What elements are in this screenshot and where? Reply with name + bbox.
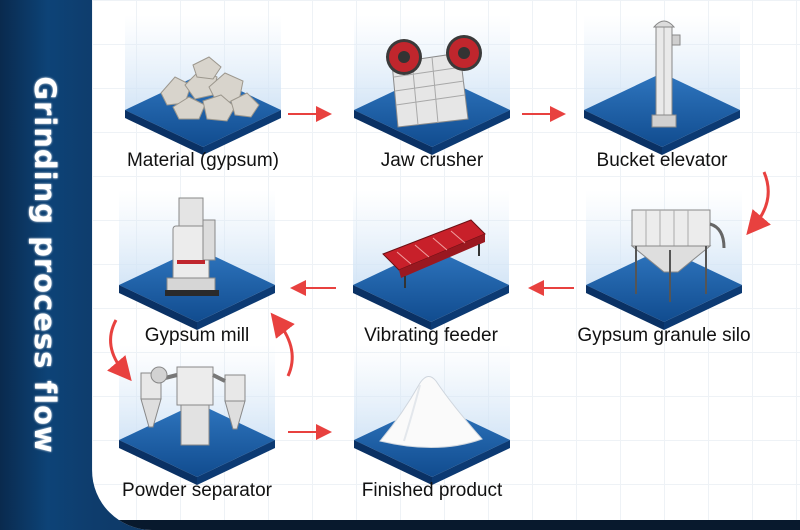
- jaw-crusher-icon: [354, 15, 510, 155]
- step-label: Gypsum granule silo: [577, 325, 751, 346]
- powder-separator-icon: [119, 345, 275, 485]
- diagram-title: Grinding process flow: [28, 76, 62, 454]
- step-label: Vibrating feeder: [364, 325, 498, 346]
- step-material: Material (gypsum): [113, 15, 293, 195]
- arrow-mill-to-separator: [107, 319, 132, 382]
- step-jaw-crusher: Jaw crusher: [342, 15, 522, 195]
- step-label: Jaw crusher: [380, 150, 484, 171]
- step-powder-separator: Powder separator: [107, 345, 287, 525]
- step-gypsum-mill: Gypsum mill: [107, 190, 287, 370]
- step-bucket-elevator: Bucket elevator: [572, 15, 752, 195]
- powder-pile-icon: [354, 345, 510, 485]
- step-finished-product: Finished product: [342, 345, 522, 525]
- step-label: Gypsum mill: [144, 325, 250, 346]
- vibrating-feeder-icon: [353, 190, 509, 330]
- flow-arrows: [107, 106, 771, 440]
- step-vibrating-feeder: Vibrating feeder: [341, 190, 521, 370]
- gypsum-mill-icon: [119, 190, 275, 330]
- step-label: Finished product: [361, 480, 503, 501]
- granule-silo-icon: [586, 190, 742, 330]
- bucket-elevator-icon: [584, 15, 740, 155]
- gypsum-rocks-icon: [125, 15, 281, 155]
- step-label: Bucket elevator: [596, 150, 728, 171]
- step-label: Powder separator: [122, 480, 272, 501]
- step-label: Material (gypsum): [126, 150, 280, 171]
- step-granule-silo: Gypsum granule silo: [574, 190, 754, 370]
- process-flow-panel: Material (gypsum) Jaw crusher: [92, 0, 800, 530]
- sidebar-title-panel: Grinding process flow: [20, 20, 70, 510]
- arrow-separator-to-mill: [270, 312, 295, 377]
- arrow-elevator-to-silo: [746, 171, 771, 236]
